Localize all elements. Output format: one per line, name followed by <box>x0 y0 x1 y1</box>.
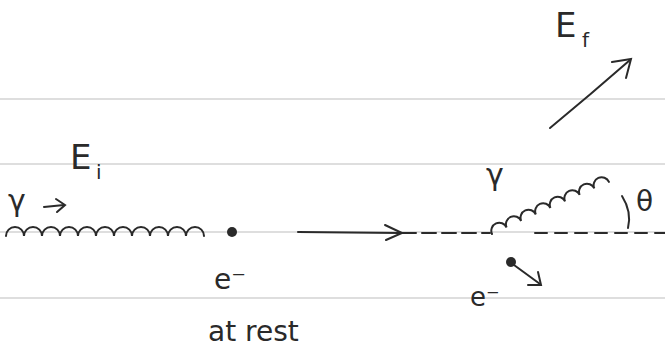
photon-symbol: γ <box>8 186 26 216</box>
subscript: f <box>582 30 589 50</box>
electron-dot <box>227 227 237 237</box>
electron-dot <box>506 257 516 267</box>
energy-symbol: E <box>70 140 91 174</box>
electron-symbol: e⁻ <box>214 266 246 294</box>
energy-symbol: E <box>555 8 576 42</box>
electron-symbol: e⁻ <box>470 284 500 310</box>
angle-symbol: θ <box>636 188 653 216</box>
note-text: at rest <box>208 318 299 346</box>
subscript: i <box>96 162 102 182</box>
photon-symbol: γ <box>486 160 504 190</box>
